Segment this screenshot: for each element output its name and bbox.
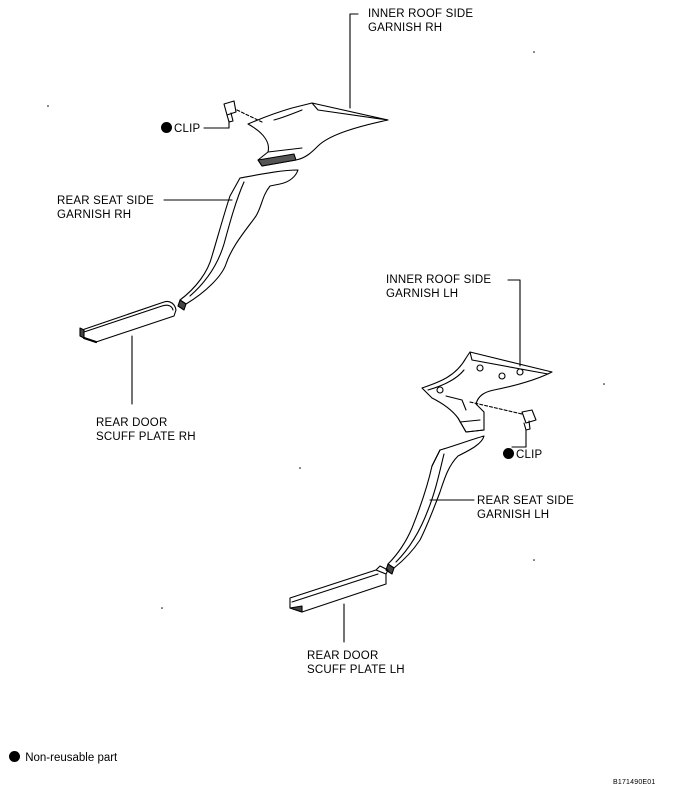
label-rear-door-scuff-plate-lh: REAR DOOR SCUFF PLATE LH: [307, 650, 405, 676]
inner-roof-side-garnish-lh: [421, 351, 553, 433]
rear-seat-side-garnish-lh: [385, 435, 485, 575]
legend: Non-reusable part: [9, 751, 117, 764]
rear-seat-side-garnish-rh: [177, 169, 299, 311]
label-clip-rh: CLIP: [161, 122, 200, 136]
rear-door-scuff-plate-rh: [79, 300, 177, 344]
inner-roof-side-garnish-rh: [247, 102, 389, 167]
rear-door-scuff-plate-lh: [289, 565, 389, 613]
label-rear-door-scuff-plate-rh: REAR DOOR SCUFF PLATE RH: [96, 417, 196, 443]
leader-inner-roof-lh: [507, 279, 521, 367]
scan-specks: [47, 51, 605, 609]
legend-text: Non-reusable part: [25, 752, 118, 764]
label-clip-lh: CLIP: [503, 448, 542, 462]
label-inner-roof-side-garnish-lh: INNER ROOF SIDE GARNISH LH: [386, 274, 492, 300]
label-rear-seat-side-garnish-lh: REAR SEAT SIDE GARNISH LH: [477, 495, 574, 521]
non-reusable-dot-icon: [9, 751, 20, 762]
non-reusable-dot-icon: [161, 122, 172, 133]
leader-inner-roof-rh: [349, 13, 359, 109]
label-inner-roof-side-garnish-rh: INNER ROOF SIDE GARNISH RH: [368, 8, 474, 34]
figure-code: B171490E01: [613, 779, 656, 786]
clip-lh: [469, 401, 537, 448]
clip-rh: [203, 100, 263, 129]
label-rear-seat-side-garnish-rh: REAR SEAT SIDE GARNISH RH: [57, 195, 154, 221]
non-reusable-dot-icon: [503, 448, 514, 459]
